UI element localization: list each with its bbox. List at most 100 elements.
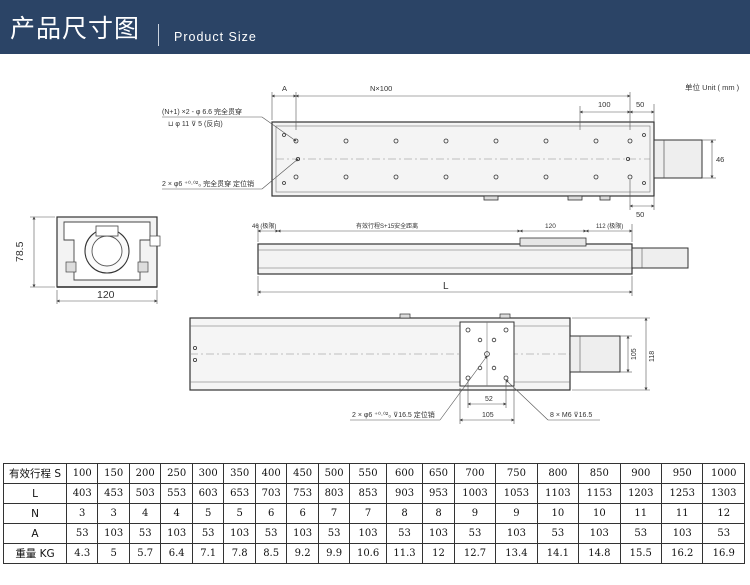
callout-holes-1: (N+1) ×2 - φ 6.6 完全贯穿	[162, 107, 242, 116]
table-cell: 850	[578, 463, 621, 484]
side-dim-46-label: 46 (极限)	[252, 222, 276, 230]
header-title-cn: 产品尺寸图	[10, 14, 141, 43]
table-cell: 753	[286, 483, 319, 504]
table-cell: 1103	[536, 483, 580, 504]
end-width-label: 120	[97, 289, 115, 301]
table-cell: 1253	[661, 483, 704, 504]
table-cell: 150	[97, 463, 130, 484]
unit-label: 单位 Unit ( mm )	[685, 82, 740, 92]
table-cell: 11	[619, 503, 663, 524]
table-cell: 9	[453, 503, 497, 524]
table-cell: 500	[317, 463, 351, 484]
table-cell: 300	[191, 463, 225, 484]
table-cell: 103	[578, 523, 621, 544]
table-cell: 7	[349, 503, 387, 524]
table-cell: 5	[223, 503, 256, 524]
page-header: 产品尺寸图 Product Size	[0, 0, 750, 54]
table-cell: 7.8	[223, 543, 256, 564]
table-cell: 450	[286, 463, 319, 484]
table-cell: 8	[422, 503, 455, 524]
table-cell: 16.2	[661, 543, 704, 564]
table-cell: 853	[349, 483, 387, 504]
table-cell: 53	[191, 523, 225, 544]
bottom-view: 105 118 52 105 2 × φ6 ⁺⁰·⁰²₀ ⊽16.5 定位销 8…	[189, 313, 656, 424]
table-cell: 803	[317, 483, 351, 504]
table-cell: 15.5	[619, 543, 663, 564]
table-cell: 103	[160, 523, 193, 544]
table-cell: 53	[317, 523, 351, 544]
table-cell: 103	[286, 523, 319, 544]
row-label: 有效行程 S	[3, 463, 67, 484]
table-cell: 53	[619, 523, 663, 544]
table-cell: 503	[128, 483, 162, 504]
table-cell: 1203	[619, 483, 663, 504]
table-cell: 53	[453, 523, 497, 544]
bottom-dim-118-label: 118	[649, 351, 656, 362]
table-cell: 6	[254, 503, 288, 524]
table-cell: 100	[65, 463, 99, 484]
top-view: A N×100 100 50 50 46 (N+1) ×2 - φ 6.6 完全…	[162, 82, 740, 219]
table-cell: 4	[160, 503, 193, 524]
table-cell: 700	[453, 463, 497, 484]
table-cell: 12.7	[453, 543, 497, 564]
technical-drawing: A N×100 100 50 50 46 (N+1) ×2 - φ 6.6 完全…	[14, 82, 740, 424]
table-cell: 3	[97, 503, 130, 524]
bottom-dim-105-h-label: 105	[631, 348, 638, 360]
table-cell: 5	[97, 543, 130, 564]
table-cell: 10.6	[349, 543, 387, 564]
row-label: 重量 KG	[3, 543, 67, 564]
table-cell: 53	[702, 523, 745, 544]
row-label: L	[3, 483, 67, 504]
table-cell: 53	[536, 523, 580, 544]
table-cell: 11	[661, 503, 704, 524]
table-cell: 12	[422, 543, 455, 564]
table-cell: 1303	[702, 483, 745, 504]
table-cell: 53	[128, 523, 162, 544]
table-cell: 53	[254, 523, 288, 544]
table-cell: 903	[385, 483, 424, 504]
callout-holes-2: ⊔ φ 11 ⊽ 5 (反向)	[168, 119, 223, 128]
row-label: A	[3, 523, 67, 544]
header-separator	[158, 24, 159, 46]
table-cell: 1053	[495, 483, 538, 504]
table-cell: 1000	[702, 463, 745, 484]
table-cell: 600	[385, 463, 424, 484]
table-cell: 250	[160, 463, 193, 484]
table-cell: 800	[536, 463, 580, 484]
end-view: 78.5 120	[14, 216, 161, 304]
table-cell: 12	[702, 503, 745, 524]
dim-nx100-label: N×100	[370, 84, 392, 93]
table-cell: 8	[385, 503, 424, 524]
table-cell: 900	[619, 463, 663, 484]
table-cell: 5.7	[128, 543, 162, 564]
table-cell: 453	[97, 483, 130, 504]
table-cell: 14.1	[536, 543, 580, 564]
side-dim-120-label: 120	[545, 223, 556, 230]
table-cell: 9	[495, 503, 538, 524]
table-cell: 11.3	[385, 543, 424, 564]
table-cell: 703	[254, 483, 288, 504]
side-dim-112-label: 112 (极限)	[596, 222, 623, 230]
table-cell: 3	[65, 503, 99, 524]
table-cell: 200	[128, 463, 162, 484]
table-cell: 653	[223, 483, 256, 504]
table-cell: 403	[65, 483, 99, 504]
dim-100-label: 100	[598, 100, 611, 109]
callout-screws: 8 × M6 ⊽16.5	[550, 411, 592, 419]
callout-pins-bottom: 2 × φ6 ⁺⁰·⁰²₀ ⊽16.5 定位销	[352, 410, 435, 419]
table-cell: 7.1	[191, 543, 225, 564]
row-label: N	[3, 503, 67, 524]
header-title-en: Product Size	[174, 30, 257, 44]
table-cell: 603	[191, 483, 225, 504]
table-cell: 650	[422, 463, 455, 484]
table-cell: 750	[495, 463, 538, 484]
side-dim-l-label: L	[443, 281, 449, 292]
table-cell: 103	[97, 523, 130, 544]
table-cell: 4.3	[65, 543, 99, 564]
table-cell: 14.8	[578, 543, 621, 564]
bottom-dim-52-label: 52	[485, 396, 493, 403]
